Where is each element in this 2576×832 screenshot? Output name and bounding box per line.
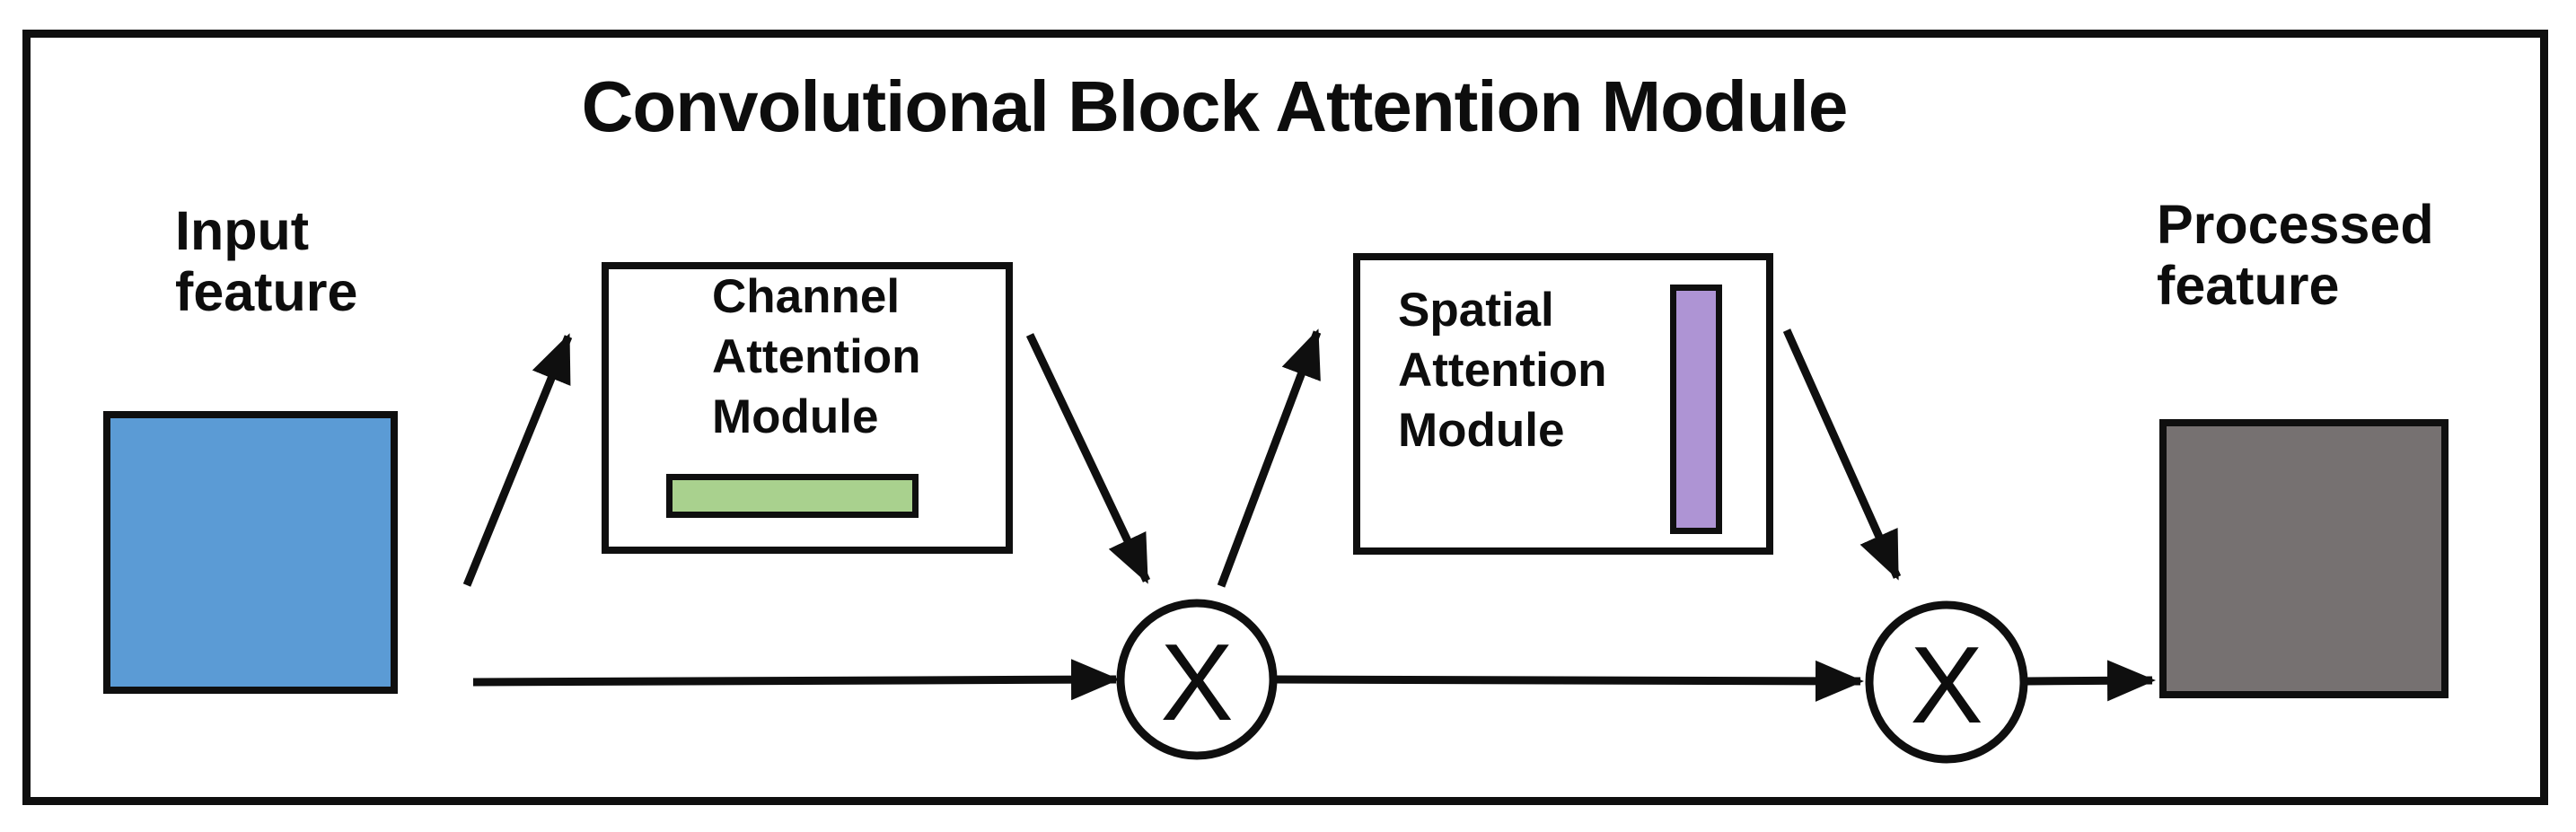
spatial-attention-bar — [1670, 285, 1722, 534]
channel-attention-bar — [666, 474, 919, 518]
input-feature-square — [103, 411, 398, 694]
input-feature-label: Input feature — [175, 200, 358, 322]
spatial-attention-module-label: Spatial Attention Module — [1398, 284, 1607, 457]
diagram-title: Convolutional Block Attention Module — [581, 66, 1849, 146]
processed-feature-square — [2159, 419, 2449, 698]
processed-feature-label: Processed feature — [2157, 194, 2434, 316]
channel-attention-module-label: Channel Attention Module — [712, 270, 921, 443]
